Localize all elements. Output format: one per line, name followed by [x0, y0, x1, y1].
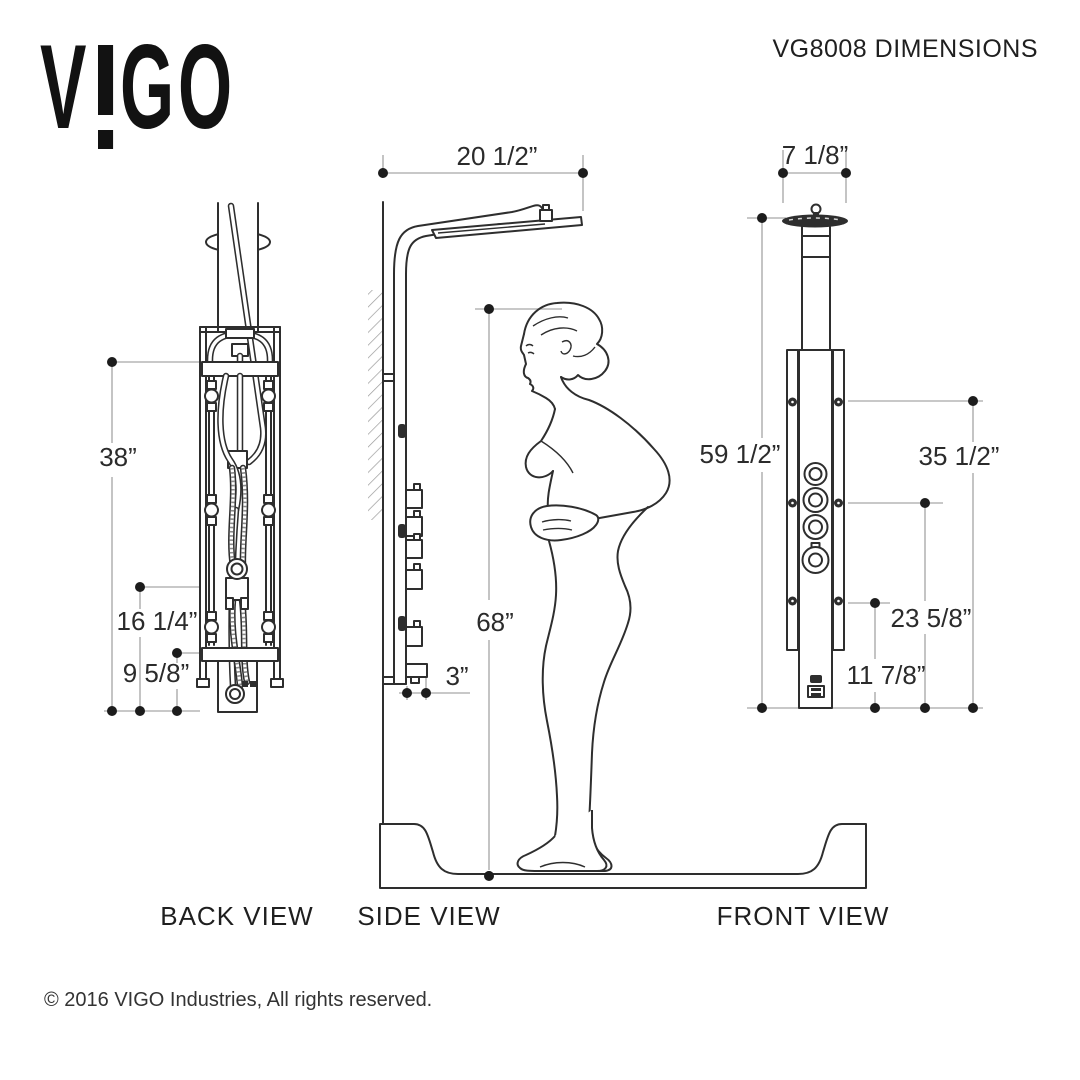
logo-letter-i-dot: [98, 130, 114, 149]
body-jet-bolts: [788, 397, 843, 606]
front-view-dimension-lines: [747, 150, 983, 713]
back-view-dimension-lines: [104, 357, 202, 716]
shower-head-front: [782, 214, 848, 228]
side-view-label: SIDE VIEW: [357, 901, 500, 931]
back-view-label: BACK VIEW: [160, 901, 313, 931]
back-dim-lower-label: 9 5/8”: [123, 658, 190, 688]
back-view: 38” 16 1/4” 9 5/8” BACK VIEW: [99, 202, 313, 931]
front-view: 7 1/8” 59 1/2” 35 1/2” 23 5/8” 11 7/8” F…: [700, 140, 1000, 931]
side-knobs: [405, 483, 423, 647]
front-dim-head-width-label: 7 1/8”: [782, 140, 849, 170]
front-view-label: FRONT VIEW: [717, 901, 890, 931]
front-dim-top-jet-label: 35 1/2”: [919, 441, 1000, 471]
body-jet-profile: [398, 524, 406, 538]
shower-tray: [379, 823, 867, 889]
logo-letter-i-bar: [98, 45, 114, 115]
wall-hatching: [368, 290, 383, 520]
side-panel-profile: [383, 273, 428, 685]
logo-letter-g: G: [120, 30, 174, 154]
side-shower-arm: [393, 204, 583, 275]
side-view-dimension-lines: [378, 155, 588, 881]
front-dim-panel-height-label: 59 1/2”: [700, 439, 781, 469]
side-view: 20 1/2” 68” 3” SIDE VIEW: [357, 141, 867, 931]
back-view-panel-drawing: [196, 202, 284, 713]
back-dim-upper-label: 38”: [99, 442, 137, 472]
tub-spout-profile: [405, 663, 428, 678]
front-dim-lower-jet-label: 11 7/8”: [846, 660, 925, 690]
vigo-logo: V G O: [40, 30, 232, 154]
front-dim-mid-jet-label: 23 5/8”: [891, 603, 972, 633]
tube-clamps: [204, 380, 276, 643]
body-jet-profile: [398, 616, 406, 631]
lower-diverter: [807, 675, 825, 698]
side-dim-width-label: 20 1/2”: [457, 141, 538, 171]
copyright-text: © 2016 VIGO Industries, All rights reser…: [44, 989, 433, 1011]
front-panel-drawing: [782, 203, 848, 709]
figure-hand: [529, 504, 600, 542]
standing-figure: [516, 301, 671, 872]
side-dim-height-label: 68”: [476, 607, 514, 637]
logo-letter-o: O: [178, 30, 232, 154]
logo-letter-v: V: [40, 30, 86, 154]
side-dim-depth-label: 3”: [445, 661, 468, 691]
body-jet-profile: [398, 424, 406, 438]
control-knobs: [801, 462, 830, 574]
page-title: VG8008 DIMENSIONS: [772, 35, 1038, 63]
back-dim-mid-label: 16 1/4”: [117, 606, 198, 636]
